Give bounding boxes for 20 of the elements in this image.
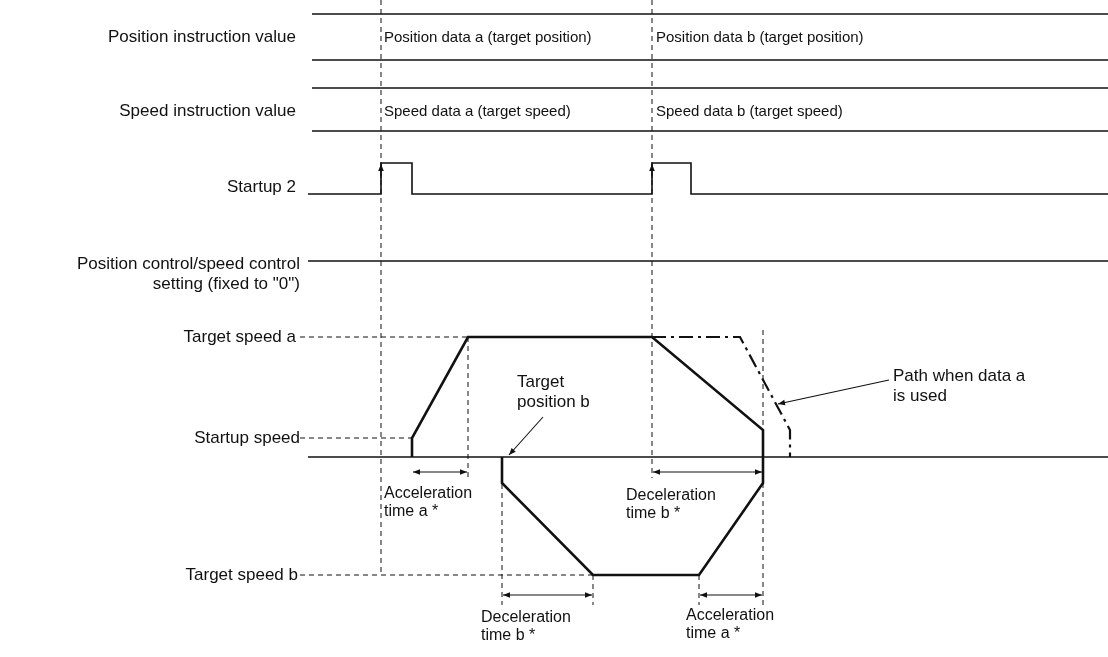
level-label: Target speed b (185, 565, 298, 585)
time-label: Acceleration time a * (686, 606, 776, 643)
leader-line (777, 379, 890, 406)
time-label: Deceleration time b * (626, 486, 717, 523)
data-value-text: Speed data a (target speed) (384, 102, 571, 120)
time-label: Deceleration time b * (481, 608, 572, 645)
callout-text: Path when data a is used (893, 366, 1038, 406)
signal-name: Startup 2 (227, 177, 296, 197)
data-value-text: Position data b (target position) (656, 28, 864, 46)
leader-line (508, 416, 544, 456)
data-value-text: Speed data b (target speed) (656, 102, 843, 120)
time-label: Acceleration time a * (384, 484, 474, 521)
signal-name: Position instruction value (107, 27, 296, 47)
level-label: Target speed a (183, 327, 296, 347)
level-label: Startup speed (194, 428, 300, 448)
data-value-text: Position data a (target position) (384, 28, 592, 46)
dash-dot-path (652, 335, 792, 457)
signal-name: Position control/speed control setting (fixed to "0") (75, 254, 300, 294)
signal-name: Speed instruction value (119, 101, 296, 121)
callout-text: Target position b (517, 372, 617, 412)
